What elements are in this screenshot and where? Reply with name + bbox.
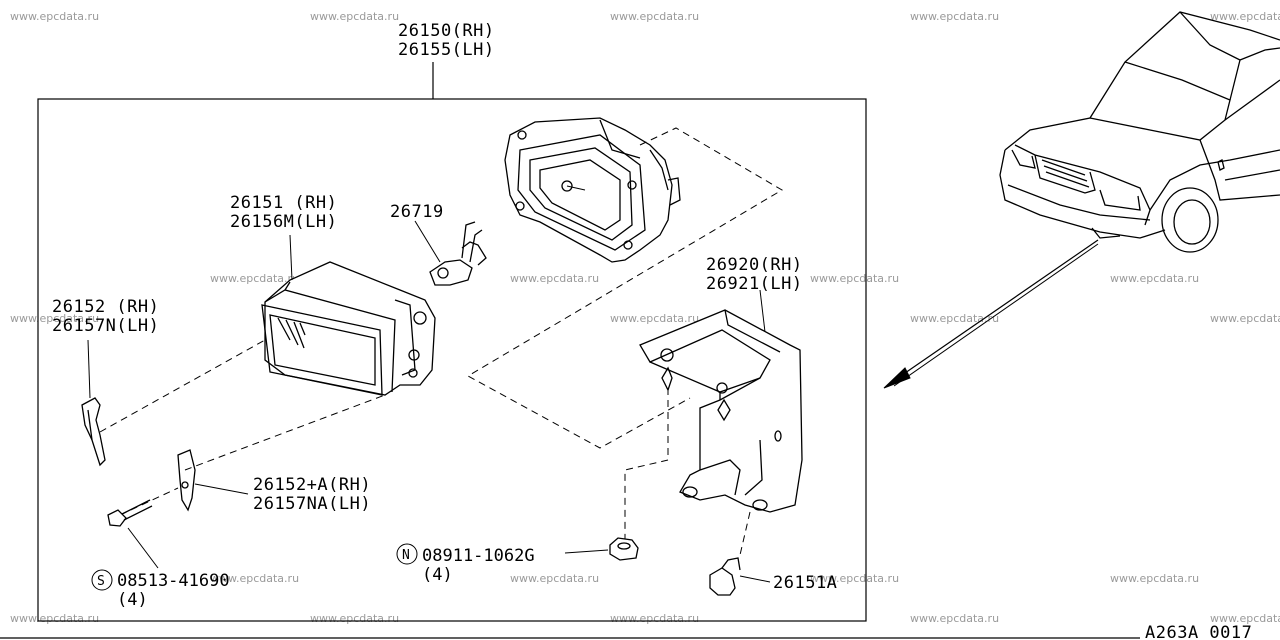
projection-line [739,511,751,556]
label-assembly-lh: 26155(LH) [398,40,495,60]
label-lens-trim-lh: 26157N(LH) [52,316,159,336]
bracket [639,309,803,513]
label-nut-code: 08911-1062G [422,546,535,566]
clip [709,557,741,596]
label-bulb: 26719 [390,202,444,222]
screw-leader [127,527,159,569]
view-arrow-head [883,367,911,389]
watermark: www.epcdata.ru [210,572,299,585]
watermark: www.epcdata.ru [910,612,999,625]
lens-trim-clip-right [177,449,196,512]
watermark: www.epcdata.ru [1110,272,1199,285]
bulb-leader [414,220,441,263]
watermark: www.epcdata.ru [910,10,999,23]
watermark: www.epcdata.ru [610,10,699,23]
fog-lamp [261,261,436,396]
projection-line [184,394,386,471]
watermark: www.epcdata.ru [10,312,99,325]
watermark: www.epcdata.ru [310,612,399,625]
watermark: www.epcdata.ru [610,612,699,625]
clip-leader [739,575,771,583]
projection-line [99,339,266,433]
lens-trim-clip-left [81,397,106,467]
watermark: www.epcdata.ru [510,272,599,285]
lamp-leader [289,234,293,281]
label-bracket-rh: 26920(RH) [706,255,803,275]
nut-leader [564,549,609,554]
label-bracket-lh: 26921(LH) [706,274,803,294]
watermark: www.epcdata.ru [810,572,899,585]
view-arrow [893,243,1099,387]
watermark: www.epcdata.ru [1110,572,1199,585]
watermark: www.epcdata.ru [10,10,99,23]
projection-line [119,487,179,516]
label-trim-a-rh: 26152+A(RH) [253,475,371,495]
drawing-code: A263A 0017 [1145,623,1252,640]
watermark: www.epcdata.ru [810,272,899,285]
watermark: www.epcdata.ru [910,312,999,325]
label-trim-a-lh: 26157NA(LH) [253,494,371,514]
watermark: www.epcdata.ru [610,312,699,325]
screw [107,499,153,527]
bulb [429,221,487,286]
nut-symbol-letter: N [402,548,410,563]
watermark: www.epcdata.ru [510,572,599,585]
label-nut-qty: (4) [422,565,453,585]
lens-trim-leader [87,339,91,399]
label-screw-qty: (4) [117,590,148,610]
label-lamp-rh: 26151 (RH) [230,193,337,213]
trim-a-leader [194,483,249,495]
watermark: www.epcdata.ru [1210,10,1280,23]
projection-line [624,388,669,540]
watermark: www.epcdata.ru [310,10,399,23]
label-screw-code: 08513-41690 [117,571,230,591]
nut-symbol [396,543,418,565]
lamp-housing-rear [504,117,681,263]
watermark: www.epcdata.ru [10,612,99,625]
nut [609,537,639,561]
screw-symbol-letter: S [97,574,105,589]
label-clip: 26151A [773,573,837,593]
assembly-frame [37,98,867,622]
watermarks: www.epcdata.ru www.epcdata.ru www.epcdat… [10,10,1280,625]
watermark: www.epcdata.ru [1210,312,1280,325]
watermark: www.epcdata.ru [1210,612,1280,625]
screw-symbol [91,569,113,591]
vehicle-illustration [999,11,1280,253]
watermark: www.epcdata.ru [210,272,299,285]
label-lamp-lh: 26156M(LH) [230,212,337,232]
label-assembly-rh: 26150(RH) [398,21,495,41]
bracket-leader [759,289,766,333]
view-arrow [891,239,1099,383]
label-lens-trim-rh: 26152 (RH) [52,297,159,317]
